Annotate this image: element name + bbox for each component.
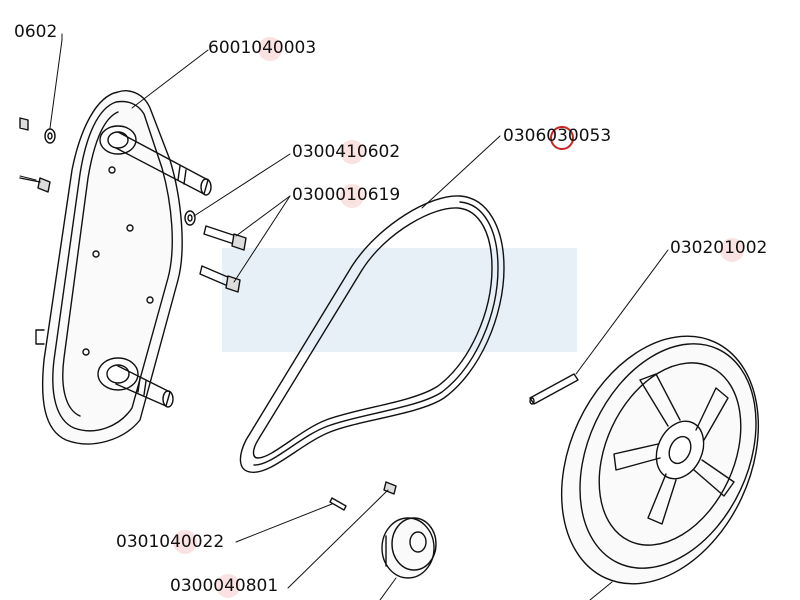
label-part-0602: 0602	[14, 22, 58, 42]
pin	[529, 373, 579, 405]
label-highlight	[258, 37, 282, 61]
label-highlight	[340, 140, 364, 164]
pulley-collar	[381, 481, 437, 579]
label-part-0300010619: 0300010619	[292, 185, 401, 205]
highlight-circle	[550, 126, 574, 150]
fasteners-left	[19, 117, 196, 226]
wheel	[560, 335, 760, 585]
label-highlight	[216, 574, 240, 598]
bolt-pair	[199, 225, 247, 293]
label-part-0306030053: 0306030053	[503, 126, 612, 146]
label-part-6001040003: 6001040003	[208, 38, 317, 58]
leader-lines	[19, 33, 669, 600]
label-part-0301040022: 0301040022	[116, 532, 225, 552]
label-part-0300410602: 0300410602	[292, 142, 401, 162]
small-pin	[329, 497, 347, 511]
label-part-0300040801: 0300040801	[170, 576, 279, 596]
watermark-block	[222, 248, 577, 352]
label-highlight	[340, 184, 364, 208]
label-highlight	[720, 238, 744, 262]
v-belt	[239, 195, 505, 473]
chain-case-cover	[35, 90, 212, 445]
label-part-030201002: 030201002	[670, 238, 768, 258]
label-highlight	[173, 530, 197, 554]
